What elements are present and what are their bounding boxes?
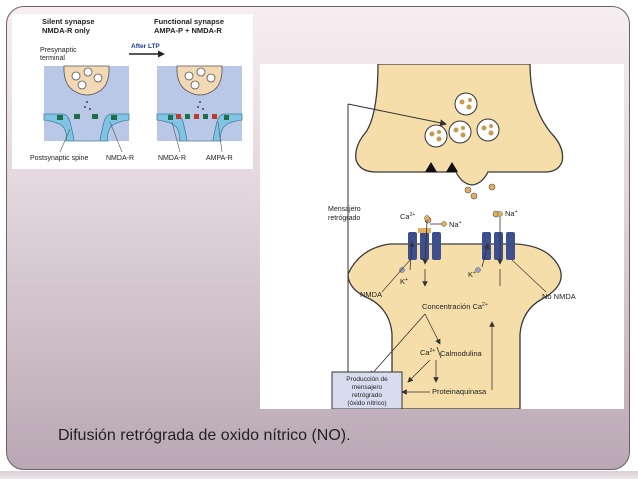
retrograde-label-1: Mensajero (328, 206, 361, 213)
right-title-2: AMPA-P + NMDA-R (154, 26, 222, 35)
nmda-label: NMDA (360, 290, 382, 299)
calmodulin-label: Calmodulina (440, 349, 483, 358)
slide-bottom-strip (0, 471, 638, 479)
retrograde-messenger-svg: Mensajero retrógrado Ca2+ Na+ Na+ K+ (328, 63, 576, 410)
k-right-label: K+ (468, 270, 476, 279)
nmda-channel (408, 228, 441, 260)
right-synapse (156, 65, 243, 142)
ampa-r-label: AMPA-R (206, 155, 233, 162)
right-postsynaptic-spine (156, 113, 243, 142)
ca-top-label: Ca2+ (400, 212, 415, 221)
postsynaptic-spine-label: Postsynaptic spine (30, 155, 88, 162)
nmda-r-label-right: NMDA-R (158, 155, 186, 162)
left-title-1: Silent synapse (42, 17, 95, 26)
synaptic-vesicles (424, 92, 500, 148)
na-left-label: Na+ (449, 220, 462, 229)
non-nmda-channel (482, 232, 515, 260)
retrograde-messenger-figure: Mensajero retrógrado Ca2+ Na+ Na+ K+ (260, 63, 624, 410)
right-title-1: Functional synapse (154, 17, 224, 26)
box-line-3: retrógrado (352, 392, 382, 399)
presynaptic-label-2: terminal (40, 55, 65, 62)
silent-synapse-svg: Silent synapse NMDA-R only Functional sy… (30, 17, 243, 162)
box-line-4: (óxido nítrico) (347, 400, 386, 407)
concentration-label: Concentración Ca2+ (422, 302, 488, 311)
presynaptic-label-1: Presynaptic (40, 47, 77, 54)
k-left-label: K+ (400, 277, 408, 286)
retrograde-label-2: retrógrado (328, 215, 360, 222)
no-nmda-label: No NMDA (542, 292, 576, 301)
after-ltp-label: After LTP (131, 43, 160, 50)
release-site-1 (425, 162, 437, 172)
left-postsynaptic-spine (43, 113, 130, 142)
ca-mid-label: Ca2+ (420, 348, 435, 357)
na-right-label: Na+ (505, 209, 518, 218)
silent-synapse-figure: Silent synapse NMDA-R only Functional sy… (12, 14, 253, 169)
nmda-r-label-left: NMDA-R (106, 155, 134, 162)
postsynaptic-cell (347, 243, 562, 410)
box-line-1: Producción de (346, 376, 388, 383)
proteinkinase-label: Proteinaquinasa (432, 387, 487, 396)
ltp-arrow-head (158, 50, 165, 58)
left-synapse (43, 65, 130, 142)
slide-caption: Difusión retrógrada de oxido nítrico (NO… (58, 427, 351, 444)
box-line-2: mensajero (352, 384, 383, 391)
release-site-2 (446, 162, 458, 172)
retrograde-arrow (347, 103, 447, 127)
left-title-2: NMDA-R only (42, 26, 91, 35)
